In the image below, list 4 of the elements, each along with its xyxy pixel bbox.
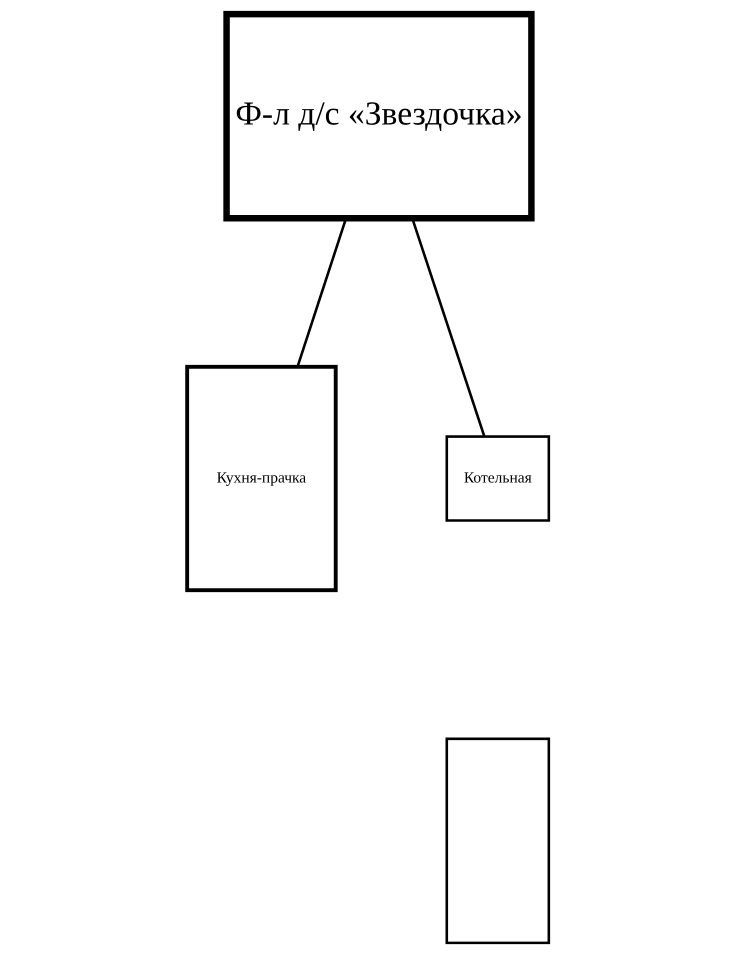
node-box: Кухня-прачка <box>184 364 338 592</box>
node-box: Ф-л д/с «Звездочка» <box>222 10 534 222</box>
node-box <box>445 737 550 944</box>
node-box: Котельная <box>445 435 550 522</box>
